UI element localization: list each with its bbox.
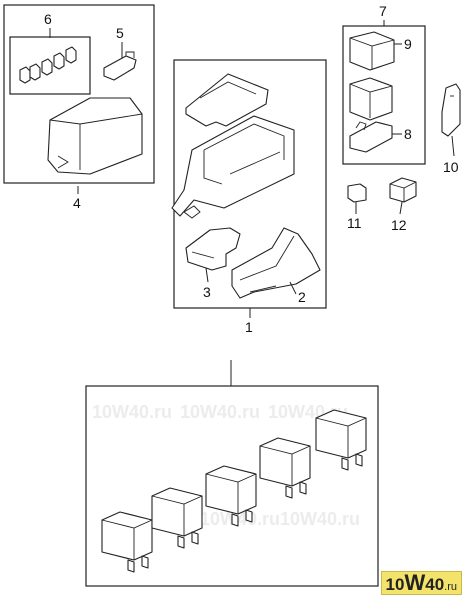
callout-10: 10 <box>443 159 459 175</box>
detail-fuse <box>259 437 311 499</box>
callout-9: 9 <box>404 36 412 52</box>
callout-8: 8 <box>404 126 412 142</box>
relay-cover <box>185 73 269 127</box>
callout-1: 1 <box>245 319 253 335</box>
detail-frame <box>85 385 379 587</box>
relay <box>389 177 417 203</box>
detail-fuses <box>101 409 367 573</box>
detail-fuse <box>205 465 257 527</box>
fuse-box-lower-case <box>231 227 321 299</box>
fuse-puller <box>103 51 137 81</box>
detail-fuse <box>151 487 203 549</box>
mini-relay <box>347 183 367 203</box>
watermarks: 10W40.ru 10W40.ru 10W40.ru 10W40.ru 10W4… <box>92 402 360 529</box>
callout-11: 11 <box>347 215 362 231</box>
relay-bracket <box>441 83 461 137</box>
svg-text:10W40.ru: 10W40.ru <box>200 509 280 529</box>
fuse-box-body <box>171 115 295 219</box>
callout-5: 5 <box>116 25 124 41</box>
callout-labels: 6 5 4 1 2 3 7 9 8 10 11 12 <box>44 3 459 335</box>
leader-lines <box>49 20 455 318</box>
fuse-box-bracket <box>185 227 241 271</box>
mini-fuses <box>19 46 77 84</box>
group-frame-cover <box>3 4 155 184</box>
relay-box-housing <box>349 77 393 121</box>
svg-text:10W40.ru: 10W40.ru <box>280 509 360 529</box>
fuse-box-cover <box>47 97 143 175</box>
callout-2: 2 <box>298 289 306 305</box>
callout-12: 12 <box>391 217 407 233</box>
site-logo: 10W40.ru <box>380 571 462 595</box>
detail-fuse <box>101 511 153 573</box>
callout-7: 7 <box>379 3 387 19</box>
callout-4: 4 <box>73 195 81 211</box>
relay-box-base <box>349 121 393 153</box>
callout-3: 3 <box>203 284 211 300</box>
svg-text:10W40.ru: 10W40.ru <box>92 402 172 422</box>
svg-text:10W40.ru: 10W40.ru <box>180 402 260 422</box>
detail-fuse <box>315 409 367 471</box>
callout-6: 6 <box>44 11 52 27</box>
relay-box-lid <box>349 31 395 71</box>
